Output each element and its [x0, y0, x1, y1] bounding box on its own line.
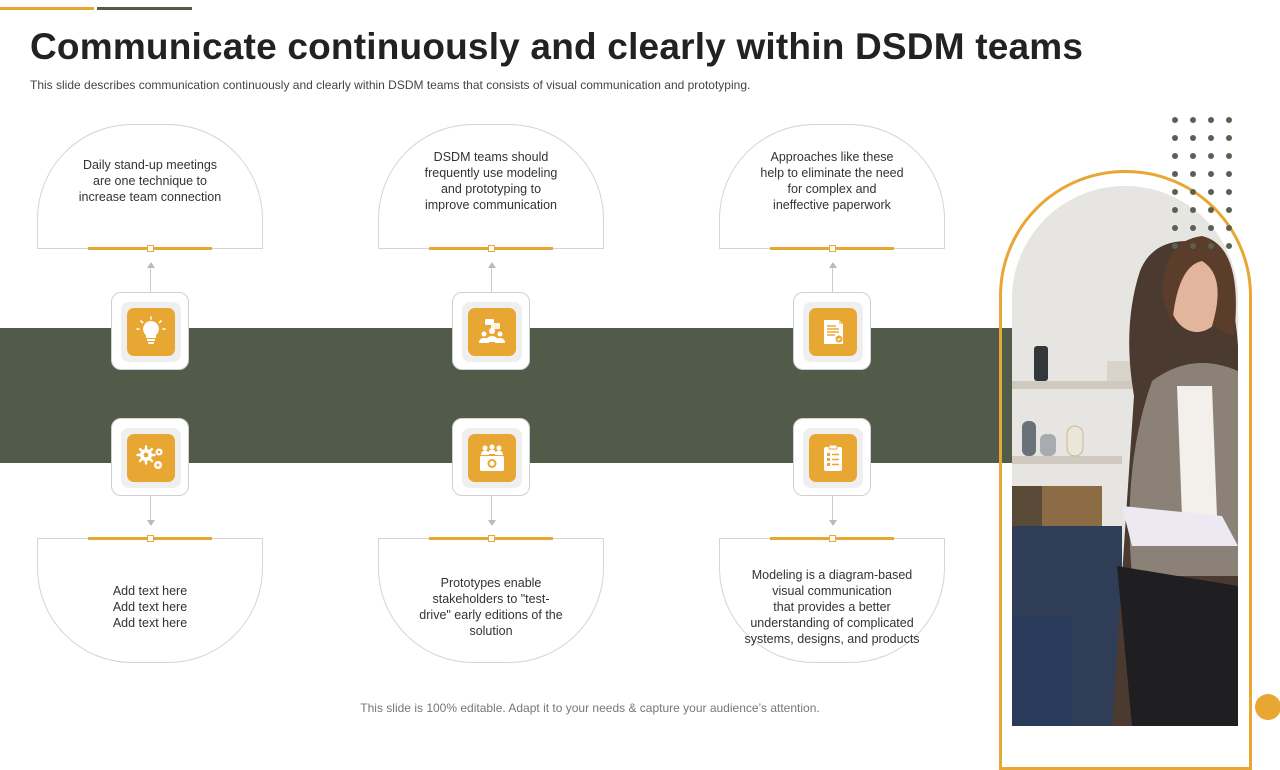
document-icon	[809, 308, 857, 356]
footer-text: This slide is 100% editable. Adapt it to…	[360, 701, 820, 715]
icon-frame-top-3	[793, 292, 871, 370]
decorative-dot	[1226, 135, 1232, 141]
footer-note: This slide is 100% editable. Adapt it to…	[0, 701, 1280, 715]
decorative-dot	[1208, 207, 1214, 213]
top-card-3-dot	[829, 245, 836, 252]
decorative-dot	[1172, 189, 1178, 195]
gears-icon	[127, 434, 175, 482]
decorative-dot	[1190, 225, 1196, 231]
decorative-dot	[1226, 171, 1232, 177]
corner-accent-circle	[1255, 694, 1280, 720]
top-card-2-text: DSDM teams should frequently use modelin…	[424, 149, 558, 212]
top-card-1: Daily stand-up meetings are one techniqu…	[37, 124, 263, 249]
connector-top-1	[150, 268, 151, 292]
decorative-dot	[1172, 207, 1178, 213]
decorative-dot	[1172, 135, 1178, 141]
decorative-dot	[1190, 243, 1196, 249]
icon-frame-top-2	[452, 292, 530, 370]
decorative-dot	[1172, 153, 1178, 159]
decorative-dot	[1190, 153, 1196, 159]
arrow-up-1	[147, 262, 155, 268]
icon-frame-bottom-3	[793, 418, 871, 496]
bottom-card-1-text: Add text here Add text here Add text her…	[112, 583, 188, 630]
bottom-card-2-text: Prototypes enable stakeholders to "test-…	[419, 575, 563, 638]
decorative-dot	[1172, 171, 1178, 177]
decorative-dot	[1208, 243, 1214, 249]
top-card-2: DSDM teams should frequently use modelin…	[378, 124, 604, 249]
top-accent-bar-dark	[97, 7, 192, 10]
decorative-dot	[1190, 189, 1196, 195]
bottom-card-3: Modeling is a diagram-based visual commu…	[719, 538, 945, 663]
decorative-dot	[1208, 135, 1214, 141]
bottom-card-2-dot	[488, 535, 495, 542]
decorative-dot	[1226, 207, 1232, 213]
page-title: Communicate continuously and clearly wit…	[30, 26, 1084, 67]
connector-bottom-1	[150, 496, 151, 520]
top-accent-bar-yellow	[0, 7, 94, 10]
arrow-down-2	[488, 520, 496, 526]
top-card-1-text: Daily stand-up meetings are one techniqu…	[78, 157, 222, 204]
bottom-card-1: Add text here Add text here Add text her…	[37, 538, 263, 663]
clipboard-checklist-icon	[809, 434, 857, 482]
top-card-3: Approaches like these help to eliminate …	[719, 124, 945, 249]
connector-bottom-3	[832, 496, 833, 520]
bottom-card-2: Prototypes enable stakeholders to "test-…	[378, 538, 604, 663]
top-card-1-dot	[147, 245, 154, 252]
decorative-dot	[1190, 207, 1196, 213]
connector-bottom-2	[491, 496, 492, 520]
decorative-dot	[1226, 153, 1232, 159]
decorative-dot	[1208, 117, 1214, 123]
top-card-2-dot	[488, 245, 495, 252]
top-card-3-text: Approaches like these help to eliminate …	[760, 149, 904, 212]
arrow-up-2	[488, 262, 496, 268]
decorative-dot	[1226, 243, 1232, 249]
page-subtitle: This slide describes communication conti…	[30, 78, 751, 92]
arrow-down-1	[147, 520, 155, 526]
bottom-card-3-dot	[829, 535, 836, 542]
decorative-dot	[1190, 135, 1196, 141]
woman-photo	[1012, 186, 1238, 726]
presentation-team-icon	[468, 434, 516, 482]
lightbulb-icon	[127, 308, 175, 356]
decorative-dot	[1172, 225, 1178, 231]
decorative-dot	[1208, 225, 1214, 231]
decorative-dot	[1190, 117, 1196, 123]
decorative-dot	[1172, 117, 1178, 123]
decorative-dot	[1226, 225, 1232, 231]
decorative-dot	[1226, 189, 1232, 195]
icon-frame-bottom-2	[452, 418, 530, 496]
decorative-dot	[1190, 171, 1196, 177]
decorative-dot	[1208, 171, 1214, 177]
decorative-dot	[1208, 153, 1214, 159]
connector-top-2	[491, 268, 492, 292]
arrow-down-3	[829, 520, 837, 526]
team-meeting-icon	[468, 308, 516, 356]
decorative-dot	[1208, 189, 1214, 195]
decorative-dot	[1226, 117, 1232, 123]
icon-frame-top-1	[111, 292, 189, 370]
bottom-card-1-dot	[147, 535, 154, 542]
connector-top-3	[832, 268, 833, 292]
icon-frame-bottom-1	[111, 418, 189, 496]
woman-photo-illustration	[1012, 186, 1238, 726]
decorative-dot	[1172, 243, 1178, 249]
bottom-card-3-text: Modeling is a diagram-based visual commu…	[744, 567, 920, 646]
arrow-up-3	[829, 262, 837, 268]
